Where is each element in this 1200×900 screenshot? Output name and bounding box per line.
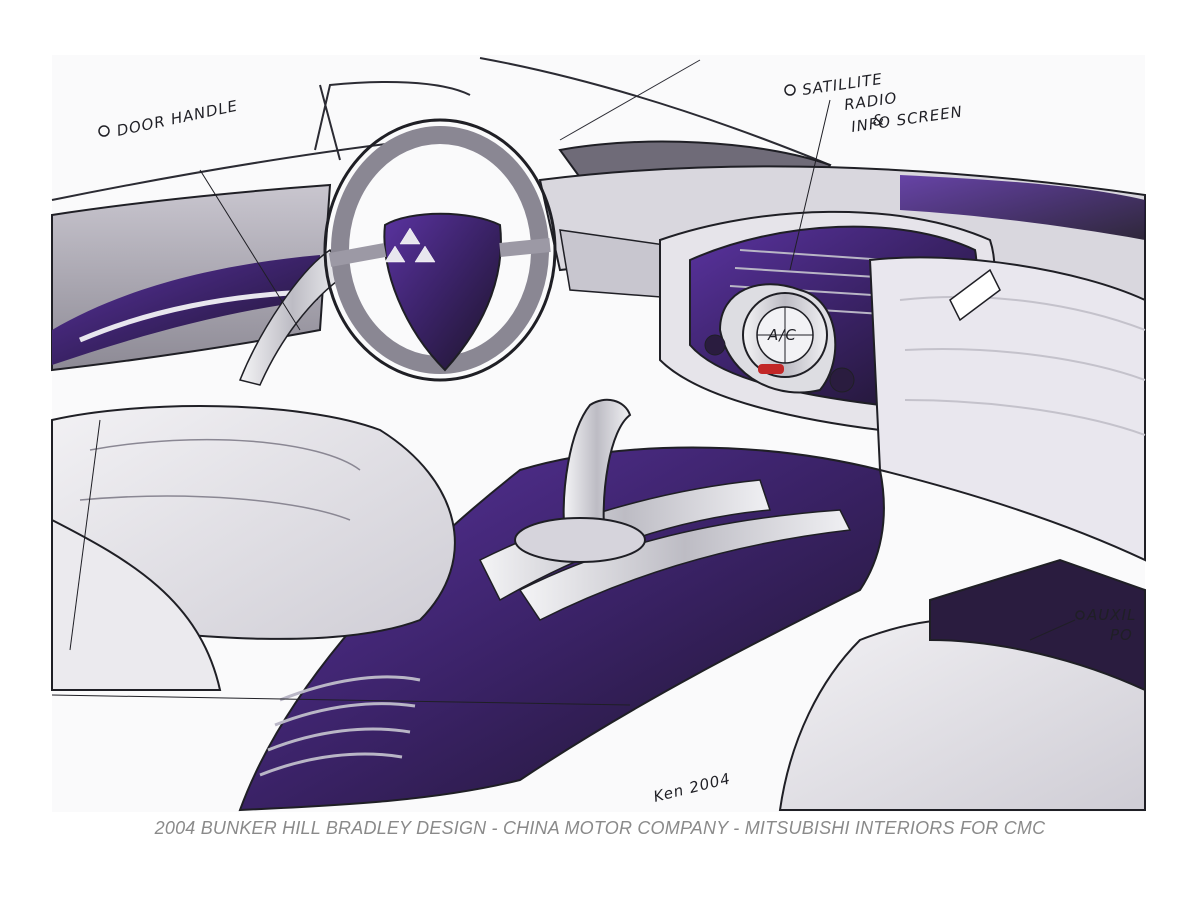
passenger-dash: [868, 256, 1146, 562]
passenger-seat: [778, 558, 1146, 811]
construction-lines: [51, 99, 1076, 706]
center-console: [238, 398, 885, 812]
ac-label: A/C: [767, 326, 797, 344]
auxiliary-label-1: AUXIL: [1086, 606, 1136, 624]
auxiliary-label-2: PO: [1110, 626, 1133, 644]
satellite-radio-label-3: &: [871, 110, 886, 130]
steering-wheel: [323, 118, 557, 382]
auxiliary-annotation: AUXIL PO: [1075, 606, 1136, 644]
driver-seat: [51, 405, 456, 691]
windshield-lines: [51, 57, 831, 201]
image-caption: 2004 BUNKER HILL BRADLEY DESIGN - CHINA …: [154, 818, 1046, 838]
